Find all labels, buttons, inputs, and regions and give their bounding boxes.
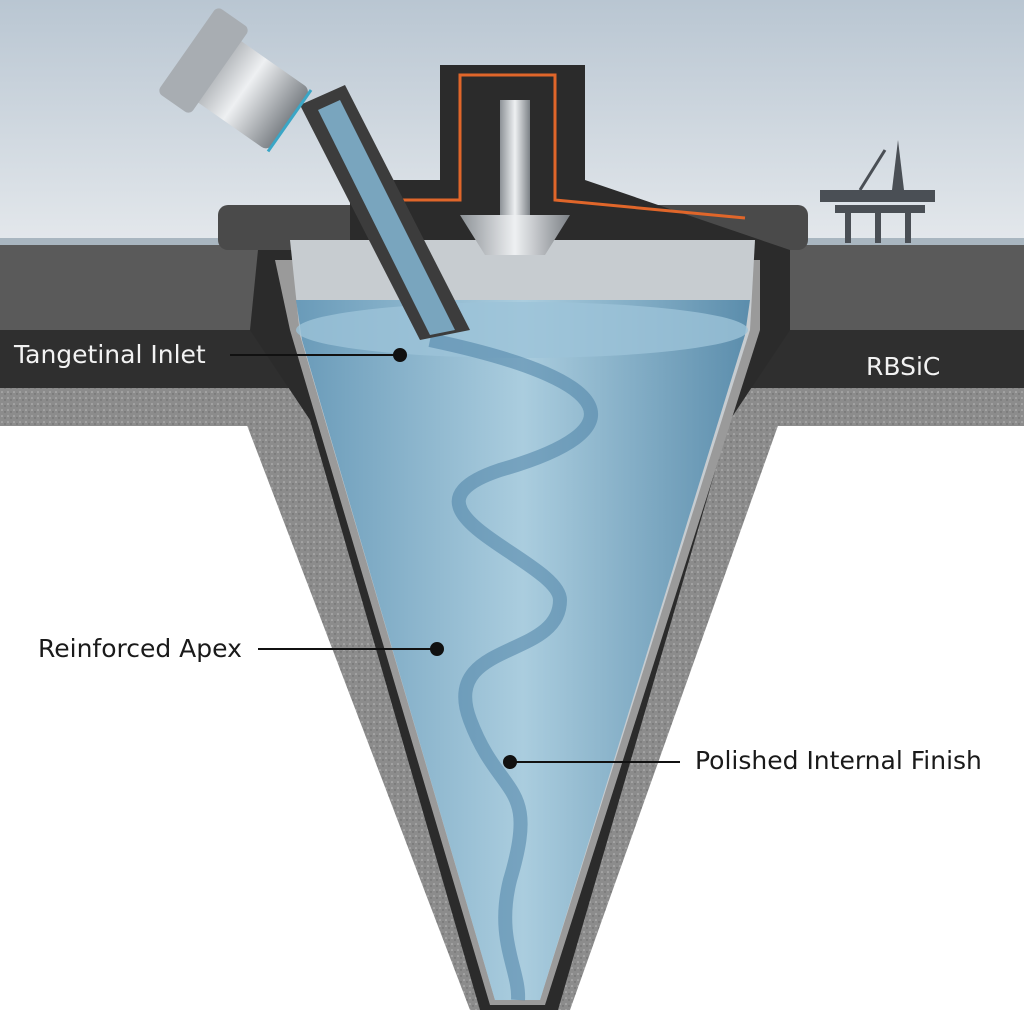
callout-lines	[230, 348, 680, 769]
overflow-accent-line	[370, 73, 746, 220]
label-material: RBSiC	[866, 352, 941, 381]
label-tangential-inlet: Tangetinal Inlet	[14, 340, 206, 369]
swirl-vortex	[428, 333, 598, 1001]
liquid-surface	[296, 302, 748, 358]
label-polished-internal-finish: Polished Internal Finish	[695, 746, 982, 775]
inlet-flange	[159, 8, 313, 153]
oil-platform-icon	[820, 140, 935, 243]
label-reinforced-apex: Reinforced Apex	[38, 634, 242, 663]
